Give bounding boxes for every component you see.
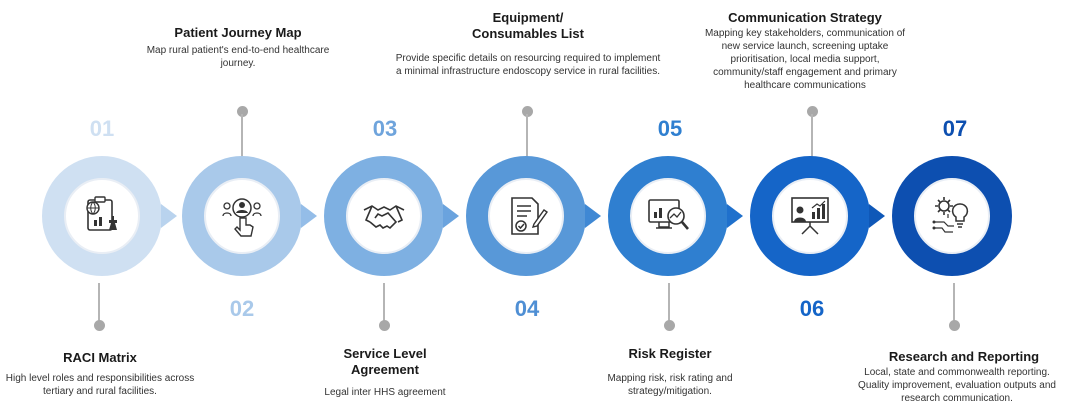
presentation-board-icon	[791, 197, 829, 235]
step-title: Service Level Agreement	[343, 346, 427, 377]
step-description: Map rural patient's end-to-end healthcar…	[146, 45, 330, 69]
gear-lightbulb-circuit-icon	[932, 197, 969, 233]
connector-dot	[94, 320, 105, 331]
icon-frame	[64, 178, 140, 254]
step-description: Mapping risk, risk rating and strategy/m…	[607, 373, 733, 397]
connector-line	[383, 283, 385, 323]
flow-arrow	[301, 204, 317, 228]
icon-frame	[772, 178, 848, 254]
step-description: Mapping key stakeholders, communication …	[704, 28, 906, 91]
icon-frame	[346, 178, 422, 254]
step-number: 02	[229, 296, 255, 321]
connector-line	[526, 114, 528, 160]
connector-dot	[664, 320, 675, 331]
strategy-globe-chess-icon	[86, 196, 117, 231]
connector-line	[241, 114, 243, 160]
step-description: Provide specific details on resourcing r…	[395, 53, 661, 77]
step-description: Local, state and commonwealth reporting.…	[858, 367, 1056, 404]
connector-dot	[807, 106, 818, 117]
flow-arrow	[161, 204, 177, 228]
step-title: Patient Journey Map	[174, 25, 302, 40]
step-title: Risk Register	[628, 346, 712, 361]
icon-frame	[914, 178, 990, 254]
handshake-icon	[363, 205, 405, 230]
risk-analysis-magnifier-icon	[648, 199, 689, 230]
step-description: High level roles and responsibilities ac…	[5, 373, 195, 397]
flow-arrow	[727, 204, 743, 228]
connector-dot	[237, 106, 248, 117]
step-number: 03	[372, 116, 398, 141]
step-title: RACI Matrix	[63, 350, 137, 365]
flow-arrow	[443, 204, 459, 228]
icon-frame	[204, 178, 280, 254]
patient-touch-network-icon	[222, 198, 262, 237]
step-number: 06	[799, 296, 825, 321]
step-description: Legal inter HHS agreement	[324, 387, 446, 398]
step-title: Equipment/ Consumables List	[472, 10, 584, 41]
step-number: 07	[942, 116, 968, 141]
connector-line	[98, 283, 100, 323]
step-title: Communication Strategy	[728, 10, 882, 25]
icon-frame	[630, 178, 706, 254]
step-title: Research and Reporting	[888, 349, 1040, 364]
step-number: 04	[514, 296, 540, 321]
flow-arrow	[585, 204, 601, 228]
flow-arrow	[869, 204, 885, 228]
step-number: 05	[657, 116, 683, 141]
step-number: 01	[89, 116, 115, 141]
connector-dot	[522, 106, 533, 117]
connector-line	[811, 114, 813, 160]
checklist-document-icon	[511, 197, 548, 235]
connector-line	[953, 283, 955, 323]
connector-dot	[379, 320, 390, 331]
connector-line	[668, 283, 670, 323]
connector-dot	[949, 320, 960, 331]
